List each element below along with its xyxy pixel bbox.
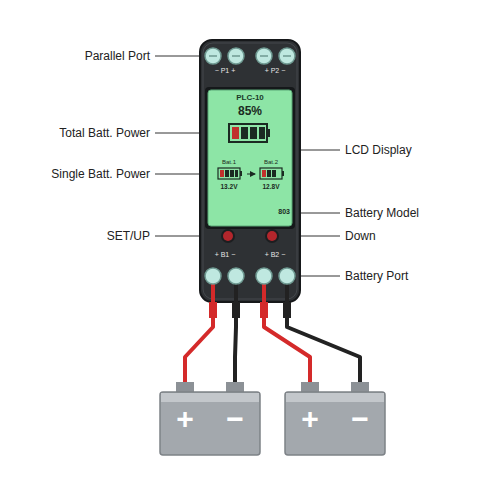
lcd-display: PLC-10 85% 803 Bat.1 13.2V Bat.2 12.8V [208,90,292,226]
connector-line [185,302,213,382]
cable-sleeve [283,302,291,318]
total-percent: 85% [208,105,292,118]
port-label: + P2 − [252,67,298,75]
wire-stubs [213,280,287,302]
polarity-sign: + [165,402,205,435]
battery: +− [285,382,385,455]
transfer-arrow [247,174,255,175]
connector-line [264,302,310,382]
battery-right [285,382,385,455]
callout-label: Total Batt. Power [59,125,150,141]
single-battery-icons [218,168,284,179]
polarity-sign: + [290,402,330,435]
terminal-screws [209,55,291,57]
battery-cable [264,302,310,382]
battery-cable [235,302,236,382]
total-battery-icon [229,124,270,142]
callout-label: SET/UP [107,228,150,244]
single-battery-box: Bat.2 12.8V [256,158,288,198]
battery-name: Bat.1 [214,159,244,166]
port-label: − P1 + [202,67,248,75]
battery-voltage: 12.8V [254,183,288,190]
connector-line [287,302,360,382]
lcd-screen [208,90,292,226]
port-label: + B1 − [202,251,248,259]
polarity-sign: − [215,402,255,435]
model-name: PLC-10 [208,94,292,103]
callout-label: Battery Model [345,205,419,221]
housing-edge [203,43,297,299]
cable-sleeve [260,302,268,318]
single-battery-box: Bat.1 13.2V [214,158,246,198]
port-label: + B2 − [252,251,298,259]
battery-cable [287,302,360,382]
controller-housing: − P1 + + P2 − + B1 − + B2 − PLC-10 85% 803 Bat.… [200,40,300,302]
connector-line [235,302,236,382]
callout-label: Battery Port [345,268,408,284]
cable-sleeve [209,302,217,318]
cable-sleeve [232,302,240,318]
polarity-sign: − [340,402,380,435]
battery-cable [185,302,213,382]
battery-name: Bat.2 [256,159,286,166]
battery-voltage: 13.2V [212,183,246,190]
buttons [221,229,279,243]
battery-model-code: 803 [262,208,290,216]
callout-label: Parallel Port [85,48,150,64]
battery-terminals [205,268,295,284]
battery-left [160,382,260,455]
parallel-terminals [205,48,295,64]
callout-label: Down [345,228,376,244]
device-housing [200,40,300,302]
lcd-bezel [205,87,295,229]
callout-label: Single Batt. Power [51,166,150,182]
connector-line [247,174,255,175]
battery: +− [160,382,260,455]
callout-label: LCD Display [345,142,412,158]
